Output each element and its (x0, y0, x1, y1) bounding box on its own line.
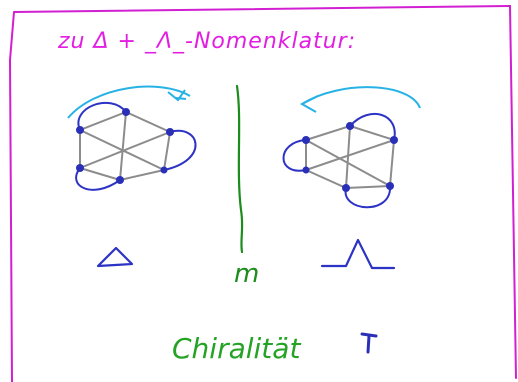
lambda-symbol-icon (320, 238, 396, 270)
footer-text: Chiralität (172, 332, 301, 365)
mirror-label: m (234, 259, 259, 289)
heading-text: zu Δ + _Λ_-Nomenklatur: (57, 29, 356, 54)
rotation-arrow-right (301, 86, 421, 109)
delta-symbol-icon (96, 246, 134, 268)
rotation-arrow-left (67, 85, 191, 119)
lambda-complex (282, 86, 421, 209)
delta-complex (67, 85, 197, 191)
frame-border (8, 4, 517, 382)
arrowhead-left-icon (167, 89, 187, 102)
arrowhead-right-icon (299, 95, 319, 113)
dagger-mark-icon (360, 332, 378, 354)
mirror-plane-line (235, 84, 244, 254)
